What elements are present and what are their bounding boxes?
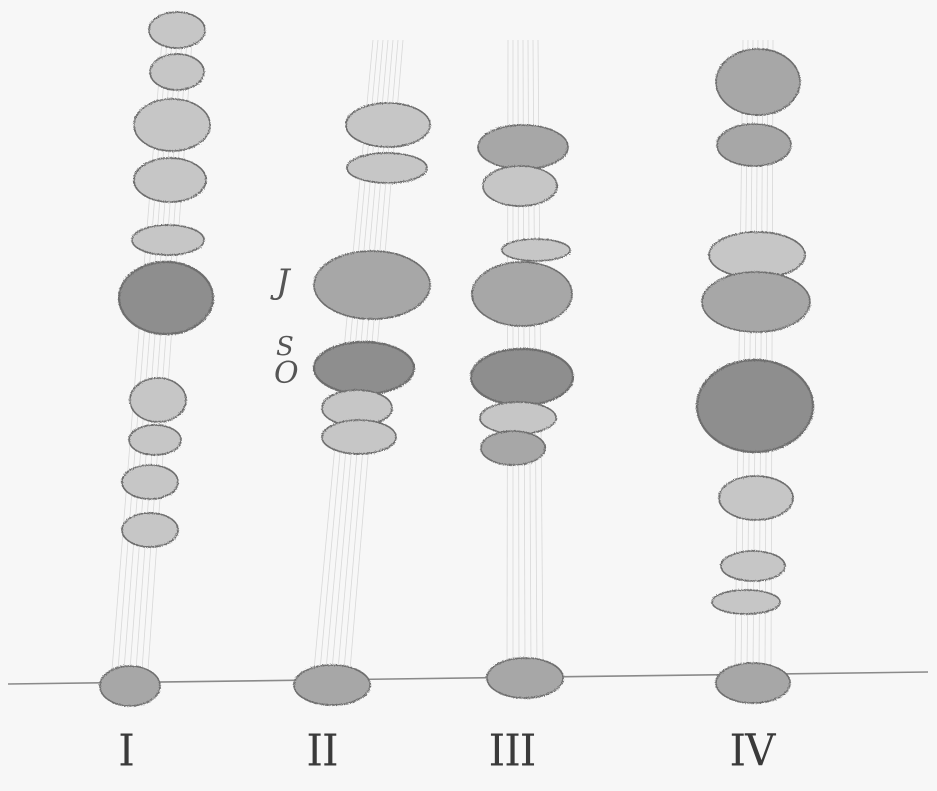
lane-1-spot-9 xyxy=(122,465,178,499)
lane-3-spot-3 xyxy=(502,239,570,261)
lane-3-spot-8 xyxy=(487,658,563,698)
streak-group xyxy=(112,40,773,670)
lane-2-spot-6 xyxy=(322,420,396,454)
lane-1-spot-5 xyxy=(132,225,204,255)
lane-1-spot-11 xyxy=(100,666,160,706)
lane-4-spot-5 xyxy=(697,360,813,452)
side-label-j: J xyxy=(276,262,290,302)
lane-4-spot-1 xyxy=(716,49,800,115)
lane-4-spot-9 xyxy=(716,663,790,703)
lane-1-spot-2 xyxy=(150,54,204,90)
lane-4-spot-6 xyxy=(719,476,793,520)
lane-4-spot-2 xyxy=(717,124,791,166)
lane-1-spot-3 xyxy=(134,99,210,151)
lane-3-spot-7 xyxy=(481,431,545,465)
lane-3-spot-1 xyxy=(478,125,568,169)
lane-label-4: IV xyxy=(722,725,782,776)
lane-1-spot-6 xyxy=(119,262,213,334)
lane-1-spot-4 xyxy=(134,158,206,202)
lane-3-spot-5 xyxy=(471,349,573,405)
lane-4-spot-7 xyxy=(721,551,785,581)
lane-label-1: I xyxy=(96,725,156,776)
lane-4-spot-3 xyxy=(709,232,805,278)
lane-3-spot-6 xyxy=(480,402,556,434)
lane-3-spot-4 xyxy=(472,262,572,326)
lane-4-spot-4 xyxy=(702,272,810,332)
lane-1-spot-8 xyxy=(129,425,181,455)
lane-1-spot-10 xyxy=(122,513,178,547)
lane-2-spot-1 xyxy=(346,103,430,147)
lane-label-3: III xyxy=(482,725,542,776)
spot-group xyxy=(100,12,813,706)
lane-4-spot-8 xyxy=(712,590,780,614)
lane-1-spot-7 xyxy=(130,378,186,422)
lane-2-spot-4 xyxy=(314,342,414,394)
lane-3-spot-2 xyxy=(483,166,557,206)
lane-label-2: II xyxy=(292,725,352,776)
lane-1-spot-1 xyxy=(149,12,205,48)
side-label-o: O xyxy=(274,356,299,391)
lane-2-spot-7 xyxy=(294,665,370,705)
lane-2-spot-2 xyxy=(347,153,427,183)
lane-2-spot-3 xyxy=(314,251,430,319)
